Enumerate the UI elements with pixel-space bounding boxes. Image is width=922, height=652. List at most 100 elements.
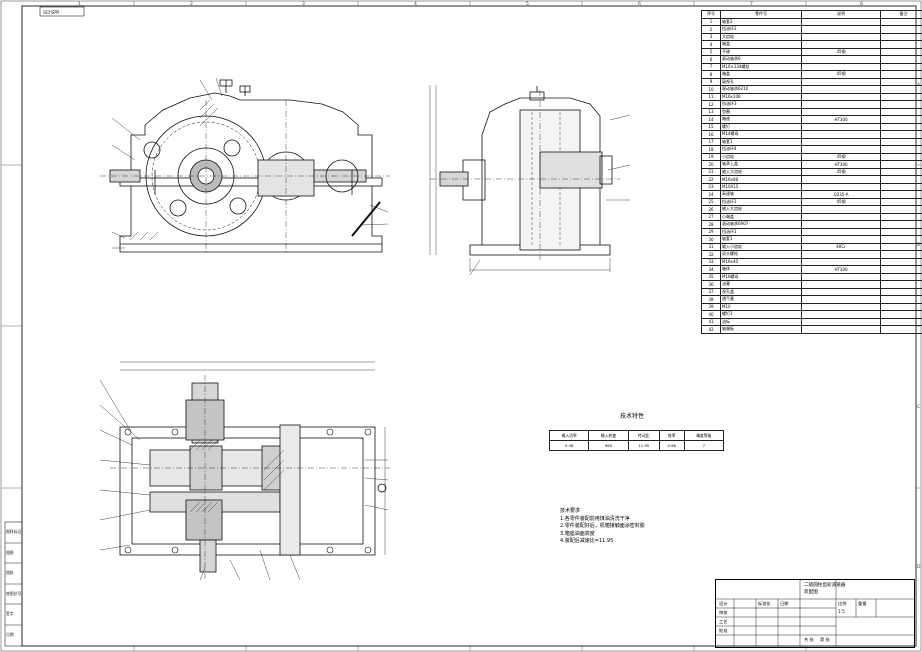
notes-line: 3.箱座油面高度 (560, 530, 595, 537)
bom-cell: 37 (701, 287, 721, 296)
bom-cell (880, 137, 922, 146)
bom-cell: 4 (701, 40, 721, 49)
bom-cell: 38 (701, 295, 721, 304)
bom-cell: 挡油环4 (720, 145, 802, 154)
bom-cell (880, 145, 922, 154)
bom-cell: 箱座 (720, 115, 802, 124)
bom-cell: M10 (720, 302, 802, 311)
zone-letter: C (917, 404, 920, 410)
bom-header-cell: 序号 (701, 10, 721, 19)
bom-cell: 22 (701, 175, 721, 184)
bom-cell (880, 107, 922, 116)
bom-header-cell: 零件号 (720, 10, 802, 19)
notes-line: 4.装配后减速比=11.95 (560, 538, 614, 544)
bom-cell: 轴套1 (720, 137, 802, 146)
bom-cell: 19 (701, 152, 721, 161)
bom-header-cell: 备注 (880, 10, 922, 19)
bom-cell: 滚动轴承6210 (720, 85, 802, 94)
bom-cell (880, 257, 922, 266)
bom-cell: 28 (701, 220, 721, 229)
bom-cell: 9 (701, 77, 721, 86)
bom-cell: 21 (701, 167, 721, 176)
zone-letter: D (917, 564, 921, 570)
bom-cell (801, 212, 881, 221)
bom-cell: 18 (701, 145, 721, 154)
tb-label-review: 审核 (719, 610, 728, 615)
bom-cell (880, 77, 922, 86)
bom-cell: 箱盖 (720, 70, 802, 79)
bom-cell (801, 175, 881, 184)
bom-cell (880, 220, 922, 229)
bom-cell: HT300 (801, 265, 881, 274)
bom-cell (880, 310, 922, 319)
bom-cell: 2 (701, 25, 721, 34)
bom-cell: 30 (701, 235, 721, 244)
bom-cell: 轴承上盖 (720, 160, 802, 169)
bom-cell: 输入大齿轮 (720, 167, 802, 176)
bom-cell (880, 47, 922, 56)
zone-number: 3 (302, 1, 305, 7)
bom-cell (801, 130, 881, 139)
zone-number: 5 (526, 1, 529, 7)
bom-cell: 27 (701, 212, 721, 221)
tb-label-scale: 比例 (838, 601, 847, 606)
tech-table-title: 技术特性 (620, 413, 645, 420)
tb-label-process: 工艺 (719, 619, 728, 624)
bom-cell: 34 (701, 265, 721, 274)
tb-label-sheet-no: 第 张 (820, 637, 830, 642)
bom-cell (880, 25, 922, 34)
bom-cell: 挡油环1 (720, 227, 802, 236)
bom-cell: M10X15 (720, 182, 802, 191)
side-label: 描图 (6, 550, 14, 555)
bom-cell: Q235-A (801, 190, 881, 199)
bom-cell: 29 (701, 227, 721, 236)
bom-cell: 45钢 (801, 47, 881, 56)
bom-cell: 油塞 (720, 280, 802, 289)
tb-label-date: 日期 (780, 601, 789, 606)
bom-cell (801, 32, 881, 41)
bom-cell: 轴套2 (720, 17, 802, 26)
top-view (99, 361, 390, 581)
left-side-labels: 图样标记 描图 描校 底图总号 签字 日期 (6, 529, 21, 637)
bom-cell: M16x106 (720, 92, 802, 101)
bom-cell (880, 130, 922, 139)
bom-cell: 挡油环3 (720, 100, 802, 109)
bom-cell: 42 (701, 325, 721, 334)
bom-cell (880, 190, 922, 199)
bom-cell (880, 317, 922, 326)
bom-cell: 轴套1 (720, 235, 802, 244)
bom-cell (801, 235, 881, 244)
bom-cell (880, 212, 922, 221)
bom-cell (880, 302, 922, 311)
bom-cell: 14 (701, 115, 721, 124)
bom-cell: 双头螺栓 (720, 250, 802, 259)
bom-cell: 平键 (720, 47, 802, 56)
bom-cell: 1 (701, 17, 721, 26)
bom-cell: 12 (701, 100, 721, 109)
side-label: 签字 (6, 611, 14, 616)
side-view (429, 85, 631, 276)
bom-cell: 11 (701, 92, 721, 101)
bom-cell (801, 227, 881, 236)
bom-cell: M16x40 (720, 257, 802, 266)
zone-number: 4 (414, 1, 417, 7)
bom-cell: 16 (701, 130, 721, 139)
bom-cell: 40 (701, 310, 721, 319)
bom-cell: 36 (701, 280, 721, 289)
bom-cell: 输入大齿轮 (720, 205, 802, 214)
bom-cell (801, 182, 881, 191)
tb-scale-value: 1:5 (838, 609, 845, 614)
